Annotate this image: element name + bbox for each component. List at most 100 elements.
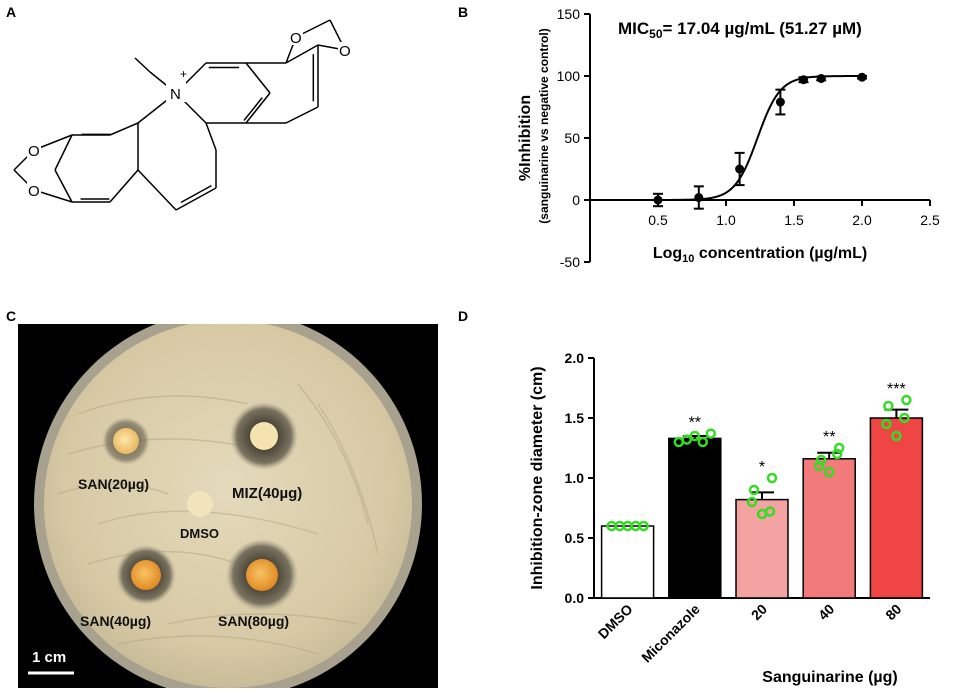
b-y-tick-label: 100	[557, 68, 581, 84]
bond-7	[109, 122, 139, 136]
d-significance-label: ***	[887, 381, 906, 398]
disc-san-80	[246, 559, 278, 591]
d-category-label: 40	[815, 601, 837, 623]
d-bar	[668, 437, 722, 599]
agar-plate-photo: SAN(20µg) MIZ(40µg) DMSO SAN(40µg) SAN(8…	[18, 324, 438, 688]
plate-label-san-20: SAN(20µg)	[78, 476, 149, 492]
b-data-point	[799, 75, 809, 85]
d-y-axis-label: Inhibition-zone diameter (cm)	[529, 366, 546, 589]
oxygen-label-0: O	[290, 30, 302, 47]
d-bar	[869, 417, 924, 599]
d-data-point	[705, 428, 717, 439]
panel-label-b: B	[458, 4, 469, 20]
o-label-bg-3	[27, 182, 41, 198]
bond-9	[54, 134, 73, 171]
b-data-point	[653, 195, 663, 205]
d-data-point	[638, 520, 649, 532]
d-data-point	[883, 400, 894, 412]
b-data-point	[735, 164, 745, 174]
b-x-tick-label: 2.0	[852, 212, 872, 228]
d-bar	[735, 498, 789, 599]
b-data-point	[694, 193, 704, 203]
bond-2	[245, 62, 271, 94]
agar-streak-0	[77, 395, 249, 415]
b-x-tick-label: 1.0	[716, 212, 736, 228]
d-data-point	[766, 472, 778, 484]
d-category-label: Miconazole	[638, 601, 703, 666]
double-bond-1	[243, 97, 263, 121]
d-y-tick-label: 0.0	[565, 590, 585, 606]
double-bond-4	[180, 184, 212, 204]
agar-streak-5	[297, 383, 369, 525]
b-y-tick-label: 50	[564, 130, 580, 146]
b-y-tick-label: -50	[560, 254, 580, 270]
sanguinarine-structure: N + O O O O	[13, 19, 352, 211]
d-y-tick-label: 1.0	[565, 470, 585, 486]
plate-label-dmso: DMSO	[180, 526, 219, 541]
d-significance-label: **	[823, 429, 835, 446]
oxygen-label-1: O	[339, 43, 351, 60]
d-data-point	[689, 430, 701, 442]
petri-dish-agar	[44, 324, 412, 688]
b-y-axis-sublabel: (sanguinarine vs negative control)	[537, 28, 551, 223]
d-data-point	[697, 436, 709, 448]
bond-15	[175, 187, 217, 211]
b-data-point	[816, 73, 826, 83]
d-category-label: 80	[882, 601, 904, 623]
d-data-point	[764, 506, 776, 517]
d-data-point	[813, 460, 825, 472]
d-data-point	[681, 434, 693, 445]
b-y-axis-label: %Inhibition	[517, 95, 534, 181]
agar-streak-4	[167, 613, 359, 625]
disc-dmso	[187, 491, 213, 517]
d-x-axis-label: Sanguinarine (µg)	[762, 669, 897, 686]
d-data-point	[881, 418, 892, 430]
methyl-bond-2	[134, 57, 151, 73]
o-label-bg-1	[338, 42, 352, 58]
n-label-bg	[166, 82, 186, 102]
panel-label-a: A	[6, 4, 17, 20]
d-significance-label: *	[759, 459, 765, 476]
b-y-tick-label: 0	[572, 192, 580, 208]
d-data-point	[833, 442, 845, 454]
d-bar	[802, 458, 856, 599]
nitrogen-label: N	[170, 86, 181, 103]
o-label-bg-0	[289, 29, 303, 45]
d-data-point	[901, 394, 912, 406]
b-y-tick-label: 150	[557, 6, 581, 22]
b-fit-curve	[651, 75, 862, 201]
b-x-axis-label: Log10 concentration (µg/mL)	[653, 245, 867, 265]
bond-12	[109, 169, 139, 203]
agar-streak-3	[87, 550, 239, 565]
d-category-label: DMSO	[595, 601, 636, 642]
bond-19	[285, 44, 319, 64]
bond-21	[285, 106, 319, 124]
b-data-point	[857, 72, 867, 82]
disc-miz-40	[250, 422, 278, 450]
d-y-tick-label: 0.5	[565, 530, 585, 546]
bond-14	[137, 169, 177, 211]
plate-label-san-80: SAN(80µg)	[218, 613, 289, 629]
scale-bar-label: 1 cm	[32, 649, 66, 666]
panel-label-c: C	[6, 308, 17, 324]
plate-label-miz-40: MIZ(40µg)	[232, 485, 302, 502]
o-label-bg-2	[27, 142, 41, 158]
bond-17	[205, 122, 217, 151]
d-y-tick-label: 1.5	[565, 410, 585, 426]
d-data-point	[891, 430, 902, 442]
b-mic50-annotation: MIC50= 17.04 µg/mL (51.27 µM)	[618, 19, 862, 41]
oxygen-label-2: O	[28, 143, 40, 160]
d-data-point	[815, 454, 827, 466]
d-y-tick-label: 2.0	[565, 350, 585, 366]
b-x-tick-label: 1.5	[784, 212, 804, 228]
oxygen-label-3: O	[28, 183, 40, 200]
d-data-point	[748, 484, 760, 496]
positive-charge-label: +	[180, 67, 187, 81]
d-bar	[600, 525, 655, 599]
d-significance-label: **	[689, 415, 701, 432]
d-category-label: 20	[748, 601, 770, 623]
bond-10	[54, 169, 73, 203]
b-data-point	[775, 97, 785, 107]
plate-label-san-40: SAN(40µg)	[80, 613, 151, 629]
